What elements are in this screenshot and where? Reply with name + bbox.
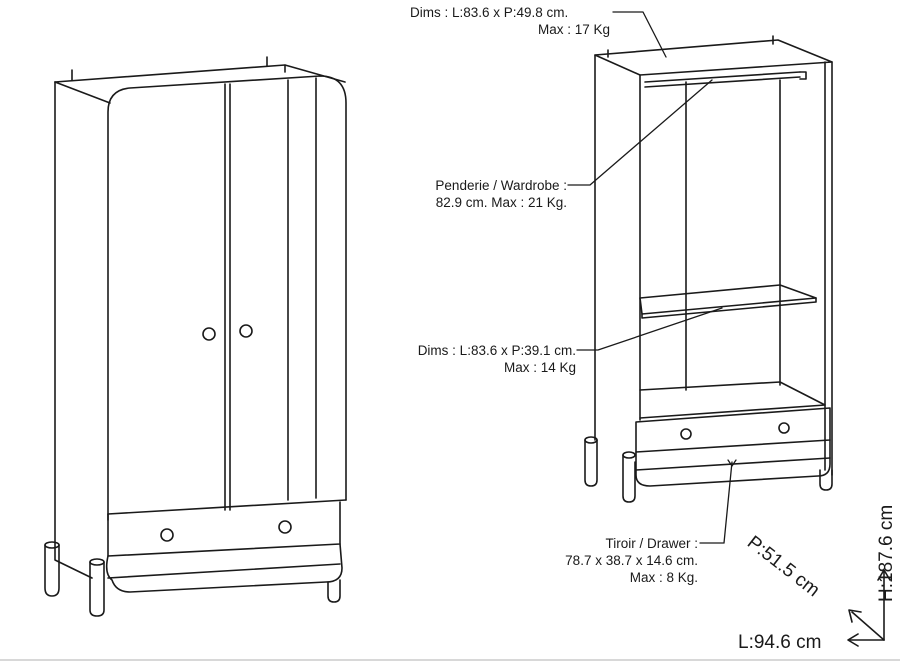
leader-top xyxy=(612,11,667,58)
wardrobe-line1: Penderie / Wardrobe : xyxy=(435,178,567,193)
door-knob-left xyxy=(202,327,216,341)
leader-shelf xyxy=(576,307,723,351)
shelf-dims-line2: Max : 14 Kg xyxy=(503,360,576,375)
drawer-line2: 78.7 x 38.7 x 14.6 cm. xyxy=(565,553,698,568)
drawer-knob-left xyxy=(160,528,174,542)
shelf-dims-label: Dims : L:83.6 x P:39.1 cm. Max : 14 Kg xyxy=(370,342,576,376)
top-dims-label: Dims : L:83.6 x P:49.8 cm. Max : 17 Kg xyxy=(410,4,610,38)
drawer-knob-right xyxy=(278,520,292,534)
dimension-arrows xyxy=(0,569,900,661)
top-dims-line1: Dims : L:83.6 x P:49.8 cm. xyxy=(410,5,569,20)
open-wardrobe xyxy=(584,35,833,503)
door-knob-right xyxy=(239,324,253,338)
leader-rod xyxy=(567,79,713,186)
open-drawer-knob-left xyxy=(680,428,692,440)
drawer-label: Tiroir / Drawer : 78.7 x 38.7 x 14.6 cm.… xyxy=(520,535,698,586)
closed-wardrobe xyxy=(44,56,347,617)
wardrobe-line2: 82.9 cm. Max : 21 Kg. xyxy=(435,195,567,210)
depth-arrow xyxy=(851,611,885,641)
leader-lines xyxy=(567,11,737,544)
length-dimension: L:94.6 cm xyxy=(738,632,822,653)
top-dims-line2: Max : 17 Kg xyxy=(537,22,610,37)
shelf-dims-line1: Dims : L:83.6 x P:39.1 cm. xyxy=(417,343,576,358)
leader-drawer xyxy=(699,461,733,544)
wardrobe-label: Penderie / Wardrobe : 82.9 cm. Max : 21 … xyxy=(395,177,567,211)
open-drawer-knob-right xyxy=(778,422,790,434)
drawer-line3: Max : 8 Kg. xyxy=(629,570,698,585)
drawer-line1: Tiroir / Drawer : xyxy=(605,536,698,551)
height-dimension: H:187.6 cm xyxy=(876,504,897,602)
